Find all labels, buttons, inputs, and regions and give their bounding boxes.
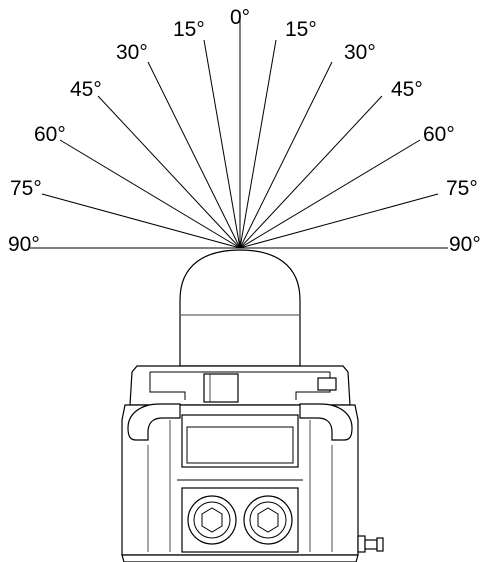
angle-label-left-30: 30° xyxy=(116,41,148,64)
ray-left-15 xyxy=(203,39,241,249)
beam-angle-rays xyxy=(30,12,448,249)
cable-gland-right xyxy=(243,495,293,545)
ray-left-30 xyxy=(147,61,241,249)
angle-label-left-15: 15° xyxy=(173,18,205,41)
angle-label-right-30: 30° xyxy=(344,41,376,64)
ray-right-15 xyxy=(239,39,277,249)
angle-label-left-45: 45° xyxy=(70,78,102,101)
ray-right-75 xyxy=(239,193,439,249)
angle-label-left-90: 90° xyxy=(8,233,40,256)
beacon-housing xyxy=(121,365,384,562)
cable-gland-left xyxy=(187,495,237,545)
angle-label-0: 0° xyxy=(230,6,250,29)
ray-right-30 xyxy=(239,61,333,249)
angle-labels: 0° 15° 30° 45° 60° 75° 90° 15° 30° 45° 6… xyxy=(8,6,481,256)
angle-label-right-15: 15° xyxy=(285,18,317,41)
beacon-dome xyxy=(179,249,301,367)
ray-right-60 xyxy=(239,139,421,249)
ray-left-45 xyxy=(97,95,241,249)
angle-label-right-75: 75° xyxy=(446,177,478,200)
angle-label-right-90: 90° xyxy=(449,233,481,256)
angle-label-right-60: 60° xyxy=(423,123,455,146)
angle-label-left-60: 60° xyxy=(34,123,66,146)
ray-right-45 xyxy=(239,95,383,249)
ray-left-60 xyxy=(59,139,241,249)
angle-label-left-75: 75° xyxy=(10,177,42,200)
angle-label-right-45: 45° xyxy=(391,78,423,101)
earth-stud xyxy=(357,535,384,553)
ray-left-75 xyxy=(41,193,241,249)
